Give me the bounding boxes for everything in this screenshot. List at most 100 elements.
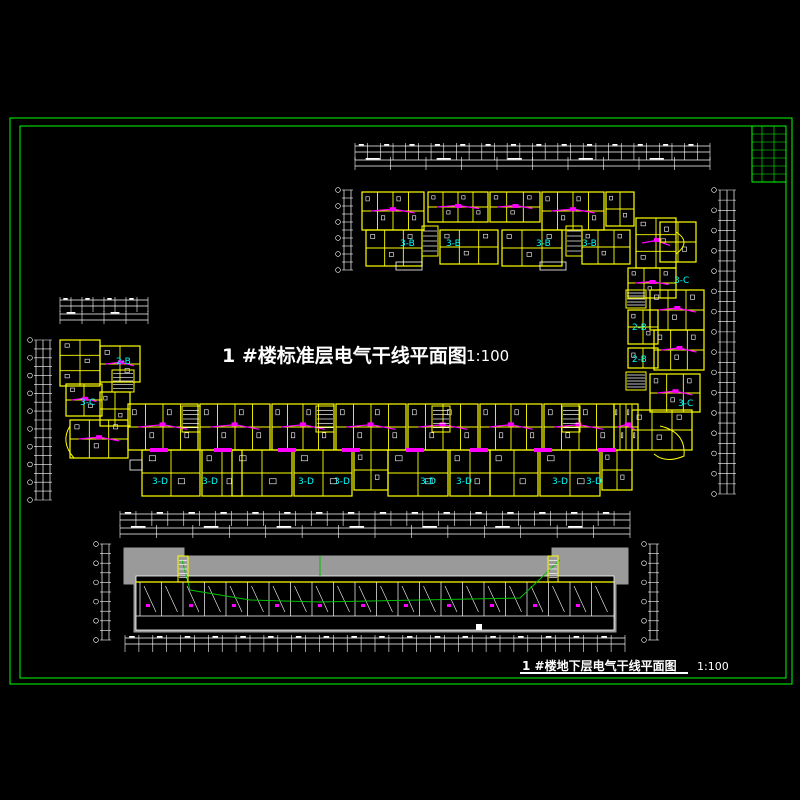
unit-type-label: 3-D bbox=[552, 477, 568, 487]
lighting-fixture bbox=[361, 604, 365, 607]
dimension-text-mark bbox=[545, 636, 552, 638]
stairwell bbox=[547, 555, 559, 583]
left-wing-floor-plan bbox=[59, 339, 141, 459]
grid-axis-bubble bbox=[711, 187, 717, 193]
fixture bbox=[149, 432, 155, 439]
electrical-riser bbox=[342, 448, 360, 452]
fixture bbox=[204, 409, 209, 416]
storage-diagonal bbox=[552, 585, 565, 613]
unit-type-label: 3-C bbox=[674, 276, 689, 286]
fixture bbox=[167, 409, 172, 416]
fixture bbox=[103, 395, 108, 401]
basement-floor-plan bbox=[123, 547, 629, 633]
distribution-box bbox=[82, 396, 89, 401]
grid-axis-bubble bbox=[641, 618, 647, 624]
storage-diagonal bbox=[294, 585, 307, 613]
fixture bbox=[640, 221, 646, 227]
fixture bbox=[64, 374, 70, 379]
distribution-box bbox=[676, 346, 683, 350]
fixture bbox=[672, 314, 677, 320]
dimension-text-mark bbox=[384, 144, 390, 146]
basement-trunk-cable bbox=[181, 559, 561, 603]
fixture bbox=[653, 378, 659, 384]
dimension-text-mark bbox=[110, 312, 120, 314]
dimension-text-mark bbox=[571, 512, 578, 514]
grid-axis-bubble bbox=[27, 461, 33, 468]
fixture bbox=[381, 215, 386, 221]
dimension-text-mark bbox=[568, 526, 583, 528]
fixture bbox=[447, 409, 452, 416]
fixture bbox=[113, 424, 119, 430]
side-dimension-columns bbox=[27, 187, 736, 643]
lighting-fixture bbox=[447, 604, 451, 607]
fixture bbox=[221, 432, 227, 439]
fixture bbox=[605, 454, 610, 460]
dimension-text-mark bbox=[409, 144, 415, 146]
distribution-box bbox=[672, 389, 679, 394]
fixture bbox=[676, 414, 682, 420]
dimension-text-mark bbox=[587, 144, 593, 146]
dimension-text-mark bbox=[573, 636, 580, 638]
grid-axis-bubble bbox=[335, 203, 341, 209]
lighting-fixture bbox=[404, 604, 408, 607]
dimension-text-mark bbox=[649, 158, 664, 160]
grid-axis-bubble bbox=[27, 390, 33, 397]
fixture bbox=[84, 358, 90, 363]
dimension-text-mark bbox=[688, 144, 694, 146]
fixture bbox=[269, 478, 277, 485]
grid-axis-bubble bbox=[335, 187, 341, 193]
dimension-text-mark bbox=[351, 636, 357, 638]
grid-axis-bubble bbox=[27, 337, 33, 343]
distribution-box bbox=[118, 360, 124, 365]
fixture bbox=[431, 195, 436, 200]
electrical-riser bbox=[406, 448, 424, 452]
distribution-box bbox=[389, 207, 396, 212]
unit-type-label: 3-D bbox=[586, 477, 602, 487]
balcony bbox=[129, 459, 143, 471]
storage-diagonal bbox=[251, 585, 264, 613]
dimension-text-mark bbox=[495, 526, 510, 528]
grid-axis-bubble bbox=[335, 235, 341, 241]
dimension-text-mark bbox=[379, 512, 387, 514]
grid-axis-bubble bbox=[711, 389, 717, 396]
fixture bbox=[687, 378, 692, 384]
grid-axis-bubble bbox=[711, 308, 717, 315]
fixture bbox=[646, 330, 651, 336]
fixture bbox=[275, 409, 280, 416]
grid-axis-bubble bbox=[711, 491, 717, 497]
distribution-box bbox=[231, 422, 238, 427]
grid-axis-bubble bbox=[711, 248, 717, 254]
fixture bbox=[682, 246, 687, 252]
grid-axis-bubble bbox=[641, 560, 647, 566]
storage-diagonal bbox=[595, 585, 608, 613]
unit-type-label: 3-D bbox=[298, 477, 314, 487]
fixture bbox=[592, 215, 597, 221]
grid-axis-bubble bbox=[335, 251, 341, 257]
fixture bbox=[510, 210, 515, 215]
dimension-text-mark bbox=[436, 158, 451, 160]
storage-diagonal bbox=[208, 585, 221, 613]
storage-diagonal bbox=[186, 585, 200, 613]
storage-diagonal bbox=[315, 585, 329, 613]
distribution-box bbox=[569, 207, 576, 212]
fixture bbox=[499, 432, 504, 439]
unit-type-label: 2-B bbox=[632, 355, 647, 365]
fixture bbox=[483, 409, 488, 416]
lighting-fixture bbox=[189, 604, 193, 607]
basement-plan-title: 1 #楼地下层电气干线平面图 bbox=[522, 658, 677, 673]
fixture bbox=[585, 233, 590, 239]
bay-window bbox=[653, 425, 685, 460]
basement-interior bbox=[135, 575, 615, 631]
fixture bbox=[407, 234, 413, 239]
grid-axis-bubble bbox=[335, 267, 341, 273]
grid-axis-bubble bbox=[711, 450, 717, 457]
dimension-text-mark bbox=[156, 636, 163, 638]
fixture bbox=[583, 409, 588, 416]
fixture bbox=[621, 432, 624, 439]
grid-axis-bubble bbox=[93, 637, 99, 643]
fixture bbox=[392, 432, 398, 439]
fixture bbox=[631, 313, 636, 319]
grid-axis-bubble bbox=[711, 430, 717, 436]
distribution-box bbox=[367, 422, 374, 427]
stairwell bbox=[625, 289, 647, 309]
